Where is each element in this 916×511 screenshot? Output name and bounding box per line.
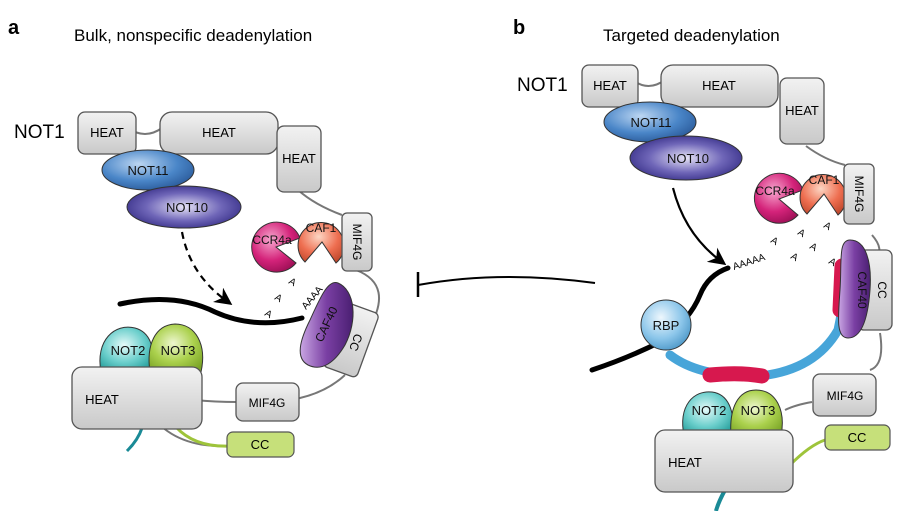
- panel-a-not10: NOT10: [166, 200, 208, 215]
- panel-b-mif4g-top-box: [843, 163, 875, 225]
- panel-b-ccr4a-shape: [753, 172, 804, 224]
- panel-a-cc-caf40: CC: [346, 332, 365, 353]
- panel-a-heat-3: HEAT: [282, 151, 316, 166]
- panel-a-polya-1: A: [263, 308, 275, 321]
- panel-b-not1-label: NOT1: [517, 75, 568, 96]
- panel-a-teal-tail: [125, 427, 144, 453]
- panel-a-heat-bottom-box: [71, 366, 203, 430]
- inhibition-arrow: [416, 272, 596, 297]
- panel-b-title: Targeted deadenylation: [603, 26, 780, 45]
- panel-a-mif4g-top: MIF4G: [350, 224, 364, 261]
- panel-b-not3: NOT3: [741, 403, 776, 418]
- panel-b-blue-linker: [665, 265, 848, 381]
- panel-b-mif4g-top: MIF4G: [852, 176, 866, 213]
- panel-b-rbp: RBP: [653, 318, 680, 333]
- panel-b-heat-1-box: [581, 64, 639, 108]
- panel-b-polya-5: A: [822, 220, 834, 233]
- panel-b-cc-caf40: CC: [875, 281, 889, 299]
- panel-b-cc-bottom: CC: [848, 430, 867, 445]
- panel-b-green-linker: [788, 438, 826, 467]
- panel-b-heat-3: HEAT: [785, 103, 819, 118]
- panel-b-polya-main: AAAAA: [732, 252, 767, 273]
- panel-a-polya-2: A: [273, 292, 285, 305]
- panel-a-mrna: [117, 297, 305, 326]
- panel-b-heat-1: HEAT: [593, 78, 627, 93]
- panel-a-not11-shape: [101, 149, 195, 191]
- panel-b-heat-bottom-box: [654, 429, 794, 493]
- panel-b-teal-tail: [714, 489, 727, 511]
- panel-a-title: Bulk, nonspecific deadenylation: [74, 26, 312, 45]
- panel-b-polya-1: A: [769, 235, 781, 248]
- panel-b-heat-2-box: [660, 64, 779, 108]
- panel-b-polya-4: A: [808, 241, 820, 254]
- panel-a-not11: NOT11: [128, 163, 169, 178]
- panel-b-not2: NOT2: [692, 403, 727, 418]
- panel-a-heat-bottom: HEAT: [85, 392, 119, 407]
- panel-b-red-segment-horizontal: [702, 366, 770, 384]
- panel-a-caf40-shape: [299, 282, 354, 368]
- panel-b-heat-2: HEAT: [702, 78, 736, 93]
- inhibition-line: [417, 275, 596, 286]
- panel-b-caf40: CAF40: [855, 271, 869, 309]
- panel-b-cc-bottom-box: [824, 424, 891, 451]
- panel-a-not2: NOT2: [111, 343, 146, 358]
- panel-b-solid-arrow: [671, 187, 727, 266]
- panel-a-heat-2: HEAT: [202, 125, 236, 140]
- panel-b-rbp-shape: [640, 299, 692, 351]
- panel-b-polya-6: A: [827, 256, 839, 269]
- panel-a-mif4g-bottom-box: [235, 382, 300, 422]
- panel-b-caf40-shape: [837, 239, 871, 339]
- panel-b-not11: NOT11: [631, 115, 672, 130]
- panel-a-mif4g-bottom: MIF4G: [249, 396, 286, 410]
- panel-a-dashed-arrow: [180, 231, 233, 306]
- panel-a-heat-1: HEAT: [90, 125, 124, 140]
- panel-b-mif4g-bottom-box: [812, 373, 877, 417]
- panel-a: a Bulk, nonspecific deadenylation NOT1 H…: [8, 17, 381, 458]
- panel-a-ccr4a-shape: [251, 221, 301, 273]
- panel-b-heat-bottom: HEAT: [668, 455, 702, 470]
- panel-a-not10-shape: [126, 185, 242, 229]
- panel-a-ccr4a: CCR4a: [252, 233, 292, 247]
- panel-a-green-linker: [174, 425, 233, 448]
- panel-a-cc-bottom: CC: [251, 437, 270, 452]
- panel-a-not1-label: NOT1: [14, 122, 65, 143]
- panel-a-not3-shape: [148, 323, 204, 373]
- panel-b-heat-3-box: [779, 77, 825, 145]
- panel-b-mif4g-bottom: MIF4G: [827, 389, 864, 403]
- panel-a-polya-3: A: [287, 276, 299, 289]
- panel-a-scaffold-linker: [154, 189, 381, 448]
- panel-b-not10-shape: [629, 135, 743, 181]
- panel-b-not10: NOT10: [667, 151, 709, 166]
- panel-b-ccr4a: CCR4a: [755, 184, 795, 198]
- panel-b-polya-2: A: [789, 251, 801, 264]
- panel-a-heat-1-box: [77, 111, 137, 155]
- panel-b-scaffold-linker: [739, 145, 883, 471]
- panel-b-polya-3: A: [796, 227, 808, 240]
- panel-b-letter: b: [513, 17, 525, 39]
- panel-a-caf1: CAF1: [306, 221, 337, 235]
- panel-a-cc-bottom-box: [226, 431, 295, 458]
- panel-a-mif4g-top-box: [341, 212, 373, 272]
- panel-b: b Targeted deadenylation NOT1 HEAT HEAT …: [513, 17, 893, 511]
- panel-a-letter: a: [8, 17, 20, 39]
- panel-a-heat-3-box: [276, 125, 322, 193]
- panel-b-not3-shape: [730, 389, 783, 437]
- panel-a-not3: NOT3: [161, 343, 196, 358]
- panel-b-caf1: CAF1: [809, 173, 840, 187]
